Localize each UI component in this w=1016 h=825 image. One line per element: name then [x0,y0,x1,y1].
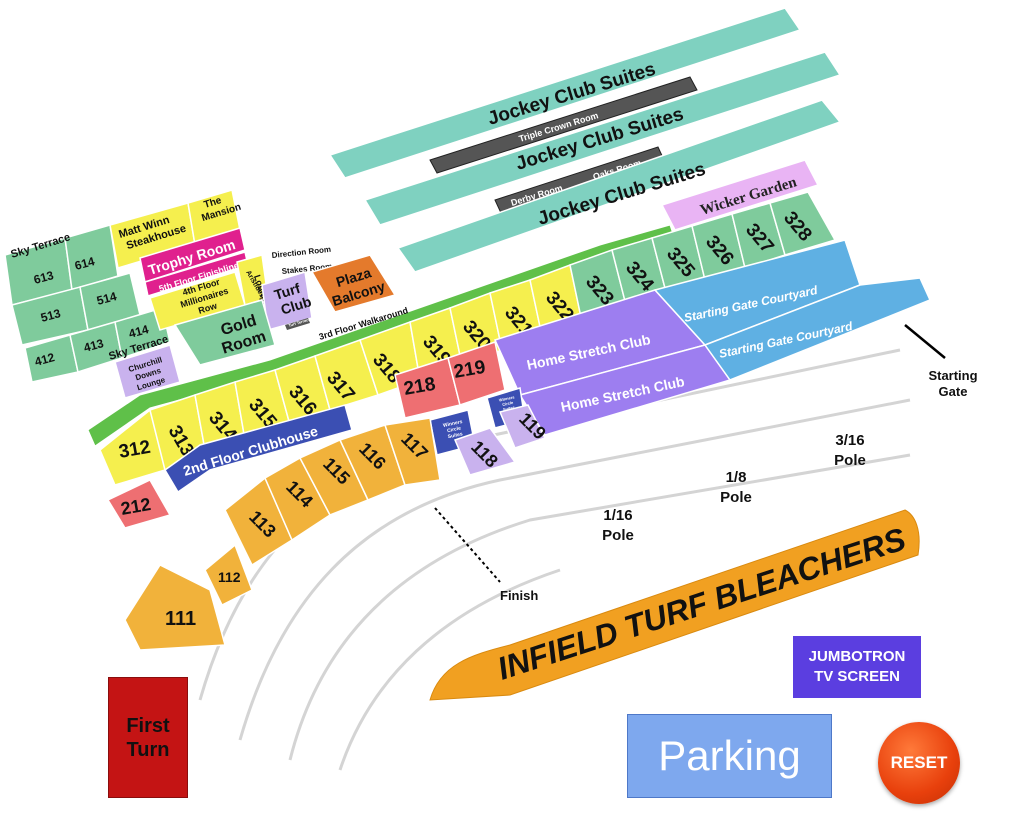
jockey-club-suites-3[interactable] [396,99,842,273]
reset-label: RESET [890,753,948,772]
winners-circle-label: WinnersCircleSuites [443,419,466,441]
sections-300[interactable]: 312 313 314 315 316 317 318 319 320 321 … [99,191,837,486]
section-412-label: 412 [33,350,56,369]
section-414-label: 414 [127,322,150,341]
first-turn-button[interactable]: First Turn [108,677,188,798]
section-613-label: 613 [32,268,55,287]
finish-line [434,507,501,583]
jumbotron-button[interactable]: JUMBOTRON TV SCREEN [793,636,921,698]
section-513-label: 513 [39,306,62,325]
winners-circle-small-label: WinnersCircleSuites [498,394,517,412]
sections-100[interactable]: 111 112 113 114 115 116 117 118 119 [124,404,550,651]
section-118[interactable] [453,427,517,476]
section-328[interactable] [769,191,837,256]
churchill-downs-lounge[interactable] [114,344,181,399]
starting-gate-pointer [904,324,946,359]
clubs[interactable]: Home Stretch Club Home Stretch Club Star… [106,239,932,529]
jumbotron-label-1: JUMBOTRON [808,648,906,665]
section-112[interactable] [204,543,253,607]
section-212[interactable] [106,479,172,529]
section-111-label: 111 [165,608,196,630]
section-614-label: 614 [73,254,96,273]
starting-gate-courtyard-2[interactable] [703,277,932,381]
parking-button[interactable]: Parking [627,714,832,798]
section-413-label: 413 [82,336,105,355]
parking-label: Parking [658,732,801,779]
first-turn-label-2: Turn [126,738,170,761]
plaza-balcony[interactable] [310,254,397,313]
section-117[interactable] [384,417,441,486]
second-floor-clubhouse[interactable] [164,404,353,494]
first-turn-label-1: First [126,714,170,737]
section-111[interactable] [124,564,226,651]
trophy-room[interactable] [139,227,246,283]
turf-terrace[interactable] [285,318,310,330]
wicker-garden[interactable] [660,159,820,231]
triple-crown-room[interactable] [429,76,698,174]
infield-turf-bleachers[interactable] [429,509,920,701]
section-514-label: 514 [95,289,118,308]
section-119[interactable] [498,404,547,449]
turf-terrace-label: Turf Terrace [288,316,312,328]
finish-label: Finish [500,588,538,603]
upper-left-suites[interactable]: Sky Terrace 613 614 513 514 412 413 414 … [4,189,397,399]
jockey-club-suites-1[interactable] [328,7,802,179]
section-112-label: 112 [218,569,241,585]
jumbotron-label-2: TV SCREEN [814,668,900,685]
gold-room[interactable] [173,299,276,366]
section-219[interactable] [447,341,506,406]
reset-button[interactable]: RESET [878,722,960,804]
